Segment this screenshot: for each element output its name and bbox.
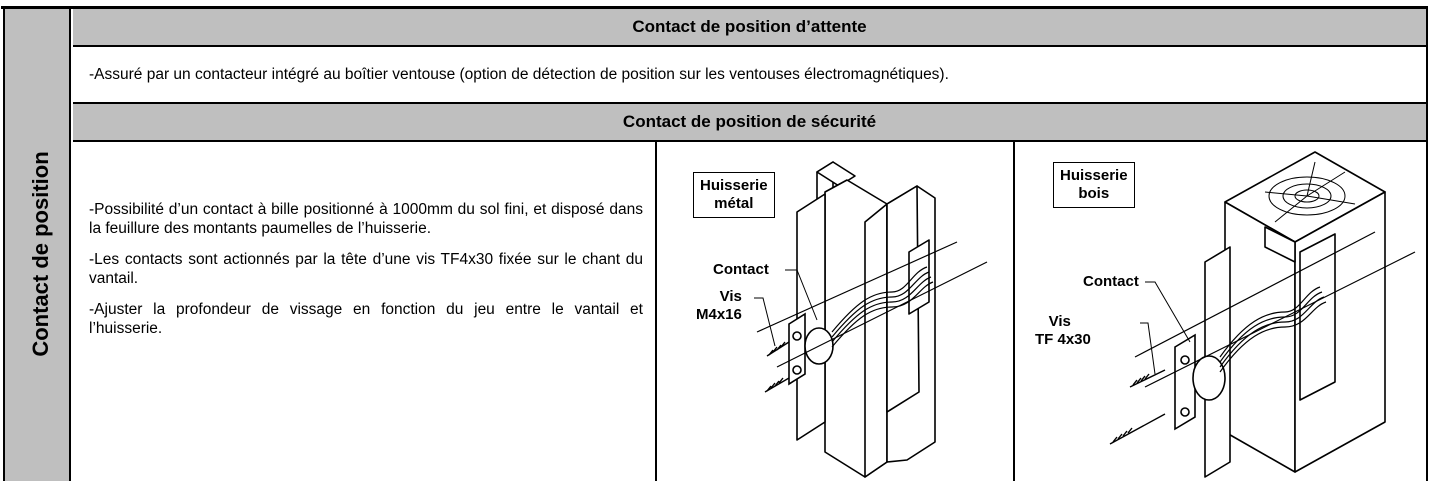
- wood-contact-label: Contact: [1083, 273, 1139, 290]
- metal-screw-line2: M4x16: [696, 306, 742, 323]
- section-header-securite: Contact de position de sécurité: [73, 102, 1426, 142]
- metal-title-line1: Huisserie: [700, 177, 768, 194]
- wood-frame-drawing: [1109, 151, 1416, 478]
- metal-figure-title: Huisserie métal: [693, 172, 775, 218]
- wood-screw-line1: Vis: [1048, 313, 1071, 330]
- section-header-attente: Contact de position d’attente: [73, 9, 1426, 47]
- column-divider-2: [1013, 142, 1015, 481]
- figure-huisserie-bois: Huisserie bois Contact Vis TF 4x30: [1015, 142, 1426, 481]
- wood-screw-label: Vis TF 4x30: [1035, 313, 1091, 349]
- right-border: [1426, 6, 1428, 481]
- figure-huisserie-metal: Huisserie métal Contact Vis M4x16: [657, 142, 1013, 481]
- metal-screw-label: Vis M4x16: [696, 288, 742, 324]
- side-title-column: Contact de position: [3, 9, 71, 481]
- top-border: [1, 6, 1428, 9]
- side-title: Contact de position: [28, 151, 53, 357]
- paragraph-1: -Possibilité d’un contact à bille positi…: [89, 201, 643, 237]
- metal-contact-label: Contact: [713, 261, 769, 278]
- securite-description: -Possibilité d’un contact à bille positi…: [73, 142, 655, 481]
- metal-frame-drawing: [754, 161, 988, 478]
- wood-title-line1: Huisserie: [1060, 167, 1128, 184]
- wood-screw-line2: TF 4x30: [1035, 331, 1091, 348]
- metal-screw-line1: Vis: [719, 288, 742, 305]
- metal-title-line2: métal: [714, 195, 754, 212]
- section-text-attente: -Assuré par un contacteur intégré au boî…: [89, 65, 949, 83]
- wood-title-line2: bois: [1078, 185, 1110, 202]
- column-divider-1: [655, 142, 657, 481]
- wood-figure-title: Huisserie bois: [1053, 162, 1135, 208]
- paragraph-2: -Les contacts sont actionnés par la tête…: [89, 251, 643, 287]
- paragraph-3: -Ajuster la profondeur de vissage en fon…: [89, 301, 643, 337]
